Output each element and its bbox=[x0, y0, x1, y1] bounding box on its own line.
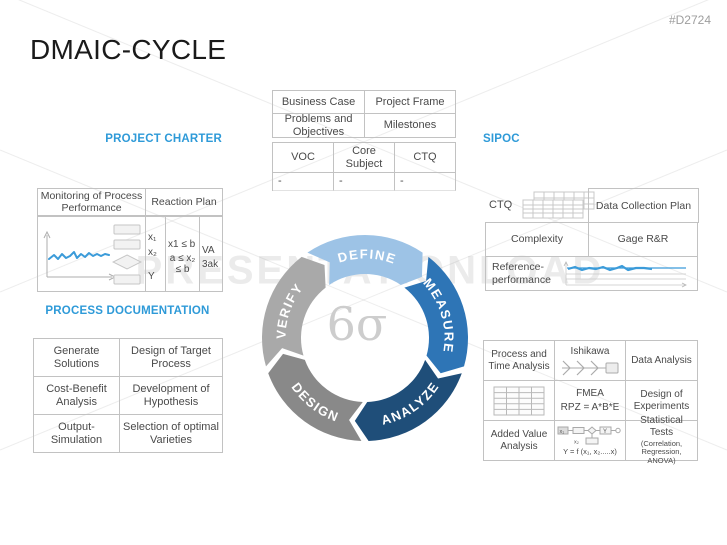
ishikawa-label: Ishikawa bbox=[570, 346, 610, 358]
flowchart-shapes-icon bbox=[112, 224, 142, 285]
monitoring-table-body: x₁ x₂ Y x1 ≤ b a ≤ x₂ ≤ b VA 3ak bbox=[37, 216, 223, 292]
table-cell: CTQ bbox=[395, 143, 456, 173]
cycle-segment-verify bbox=[261, 256, 326, 367]
line-chart-icon bbox=[563, 260, 687, 287]
table-grid-icon bbox=[493, 386, 545, 415]
table-cell: VOC bbox=[273, 143, 334, 173]
table-cell: Reaction Plan bbox=[146, 189, 223, 216]
reference-performance-label: Reference-performance bbox=[492, 260, 551, 286]
y-label: Y bbox=[603, 429, 607, 435]
action: 3ak bbox=[202, 258, 219, 270]
cycle-segment-measure bbox=[404, 256, 469, 374]
conditions-column: x1 ≤ b a ≤ x₂ ≤ b bbox=[166, 217, 200, 292]
vars-column: x₁ x₂ Y bbox=[146, 217, 166, 292]
table-cell: Generate Solutions bbox=[34, 339, 120, 377]
x2-label: x₂ bbox=[574, 440, 579, 446]
control-chart-icon bbox=[43, 230, 117, 281]
table-cell: Complexity bbox=[486, 223, 589, 257]
table-cell: - bbox=[334, 173, 395, 191]
table-cell: Problems and Objectives bbox=[273, 113, 365, 138]
voc-table: VOC Core Subject CTQ - - - bbox=[272, 142, 456, 191]
process-documentation-table: Generate Solutions Design of Target Proc… bbox=[33, 338, 223, 453]
six-sigma-label: 6σ bbox=[327, 297, 388, 351]
ctq-row: CTQ bbox=[489, 188, 597, 222]
table-grid-icon bbox=[522, 191, 595, 219]
ctq-label: CTQ bbox=[489, 199, 513, 211]
table-cell: Monitoring of Process Performance bbox=[38, 189, 146, 216]
fmea-cell: FMEA RPZ = A*B*E bbox=[555, 381, 626, 421]
product-code: #D2724 bbox=[668, 13, 711, 27]
table-cell: Added Value Analysis bbox=[484, 421, 555, 461]
var-label: x₂ bbox=[148, 246, 157, 258]
statistical-tests-label: Statistical Tests bbox=[640, 415, 683, 439]
added-value-formula: Y = f (x₁, x₂.....x) bbox=[563, 447, 617, 457]
cycle-segment-define bbox=[307, 234, 423, 285]
define-charter-table: Business Case Project Frame Problems and… bbox=[272, 90, 456, 138]
actions-column: VA 3ak bbox=[200, 217, 223, 292]
action: VA bbox=[202, 244, 215, 256]
fmea-title: FMEA bbox=[576, 387, 604, 399]
reference-performance-cell: Reference-performance bbox=[486, 257, 698, 291]
table-cell: Process and Time Analysis bbox=[484, 341, 555, 381]
ishikawa-cell: Ishikawa bbox=[555, 341, 626, 381]
process-flow-icon: x₁ Y x₂ bbox=[557, 426, 621, 446]
statistical-tests-sub: (Correlation, Regression, ANOVA) bbox=[640, 438, 683, 466]
table-cell: - bbox=[395, 173, 456, 191]
fishbone-icon bbox=[562, 360, 619, 376]
table-cell: Output-Simulation bbox=[34, 415, 120, 453]
monitoring-table-header: Monitoring of Process Performance Reacti… bbox=[37, 188, 223, 216]
var-label: x₁ bbox=[148, 231, 157, 243]
cycle-segment-analyze bbox=[354, 359, 462, 441]
sipoc-heading: SIPOC bbox=[483, 133, 520, 145]
table-cell: Milestones bbox=[365, 114, 456, 138]
table-cell: Cost-Benefit Analysis bbox=[34, 377, 120, 415]
analyze-table: Process and Time Analysis Ishikawa Data … bbox=[483, 340, 698, 465]
added-value-cell: x₁ Y x₂ Y = f (x₁, x₂.....x) bbox=[555, 421, 626, 461]
table-cell: Design of Experiments bbox=[626, 381, 698, 421]
table-cell: Data Analysis bbox=[626, 341, 698, 381]
table-cell: Core Subject bbox=[334, 143, 395, 173]
monitoring-table: Monitoring of Process Performance Reacti… bbox=[37, 188, 223, 292]
table-cell: - bbox=[273, 173, 334, 191]
cycle-label-define: DEFINE bbox=[336, 246, 399, 266]
fmea-formula: RPZ = A*B*E bbox=[560, 401, 620, 413]
condition: a ≤ x₂ ≤ b bbox=[169, 252, 196, 276]
page-title: DMAIC-CYCLE bbox=[30, 34, 227, 65]
var-label: Y bbox=[148, 271, 155, 283]
fmea-grid-cell bbox=[484, 381, 555, 421]
table-cell: Business Case bbox=[273, 91, 365, 114]
table-cell: Design of Target Process bbox=[120, 339, 223, 377]
sipoc-table: Complexity Gage R&R Reference-performanc… bbox=[485, 222, 698, 291]
table-cell: Selection of optimal Varieties bbox=[120, 415, 223, 453]
data-collection-plan-cell: Data Collection Plan bbox=[588, 188, 699, 223]
table-cell: Development of Hypothesis bbox=[120, 377, 223, 415]
condition: x1 ≤ b bbox=[168, 238, 196, 250]
table-cell: Project Frame bbox=[365, 91, 456, 114]
x1-label: x₁ bbox=[560, 429, 565, 435]
monitoring-chart-cell bbox=[38, 217, 146, 292]
project-charter-heading: PROJECT CHARTER bbox=[105, 133, 222, 145]
cycle-segment-design bbox=[268, 353, 363, 441]
process-documentation-heading: PROCESS DOCUMENTATION bbox=[45, 305, 210, 317]
statistical-tests-cell: Statistical Tests (Correlation, Regressi… bbox=[626, 415, 698, 465]
table-cell: Gage R&R bbox=[589, 223, 698, 257]
